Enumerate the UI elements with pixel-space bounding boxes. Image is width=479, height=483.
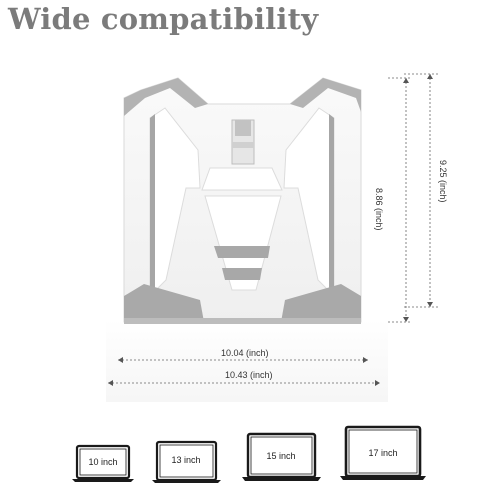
stand-vent-lower <box>222 268 262 280</box>
dimension-outer-height-label: 9.25 (inch) <box>438 160 448 203</box>
laptop-17-inch-label: 17 inch <box>368 448 398 458</box>
laptop-13-inch-icon <box>152 440 221 483</box>
laptop-15-inch-label: 15 inch <box>266 451 296 461</box>
stand-center-cutout <box>204 195 282 291</box>
stand-right-foot <box>281 284 361 322</box>
stand-top-right-bevel <box>290 78 361 112</box>
laptop-icons <box>72 425 426 483</box>
dimension-outer-width-label: 10.43 (inch) <box>225 370 273 380</box>
laptop-15-inch-icon <box>242 432 321 481</box>
stand-top-left-bevel <box>124 78 208 116</box>
laptop-10-inch-label: 10 inch <box>88 457 118 467</box>
stand-base <box>124 318 361 324</box>
laptop-17-inch-icon <box>340 425 426 480</box>
laptop-10-inch-icon <box>72 444 134 482</box>
dimension-arrows <box>108 74 433 386</box>
product-photo-background <box>106 320 388 402</box>
stand-right-opening-shadow <box>329 114 334 296</box>
stand-hinge-shadow <box>232 142 254 148</box>
stand-left-foot <box>124 284 204 322</box>
dimension-inner-width-label: 10.04 (inch) <box>221 348 269 358</box>
dimension-lines <box>108 73 440 384</box>
laptop-13-inch-label: 13 inch <box>171 455 201 465</box>
headline: Wide compatibility <box>8 2 319 36</box>
dimension-inner-height-label: 8.86 (inch) <box>374 188 384 231</box>
stand-vent-upper <box>214 246 270 258</box>
stand-center-window <box>201 167 283 191</box>
stand-left-opening-shadow <box>150 114 155 296</box>
stand-hinge-cap <box>235 120 251 136</box>
